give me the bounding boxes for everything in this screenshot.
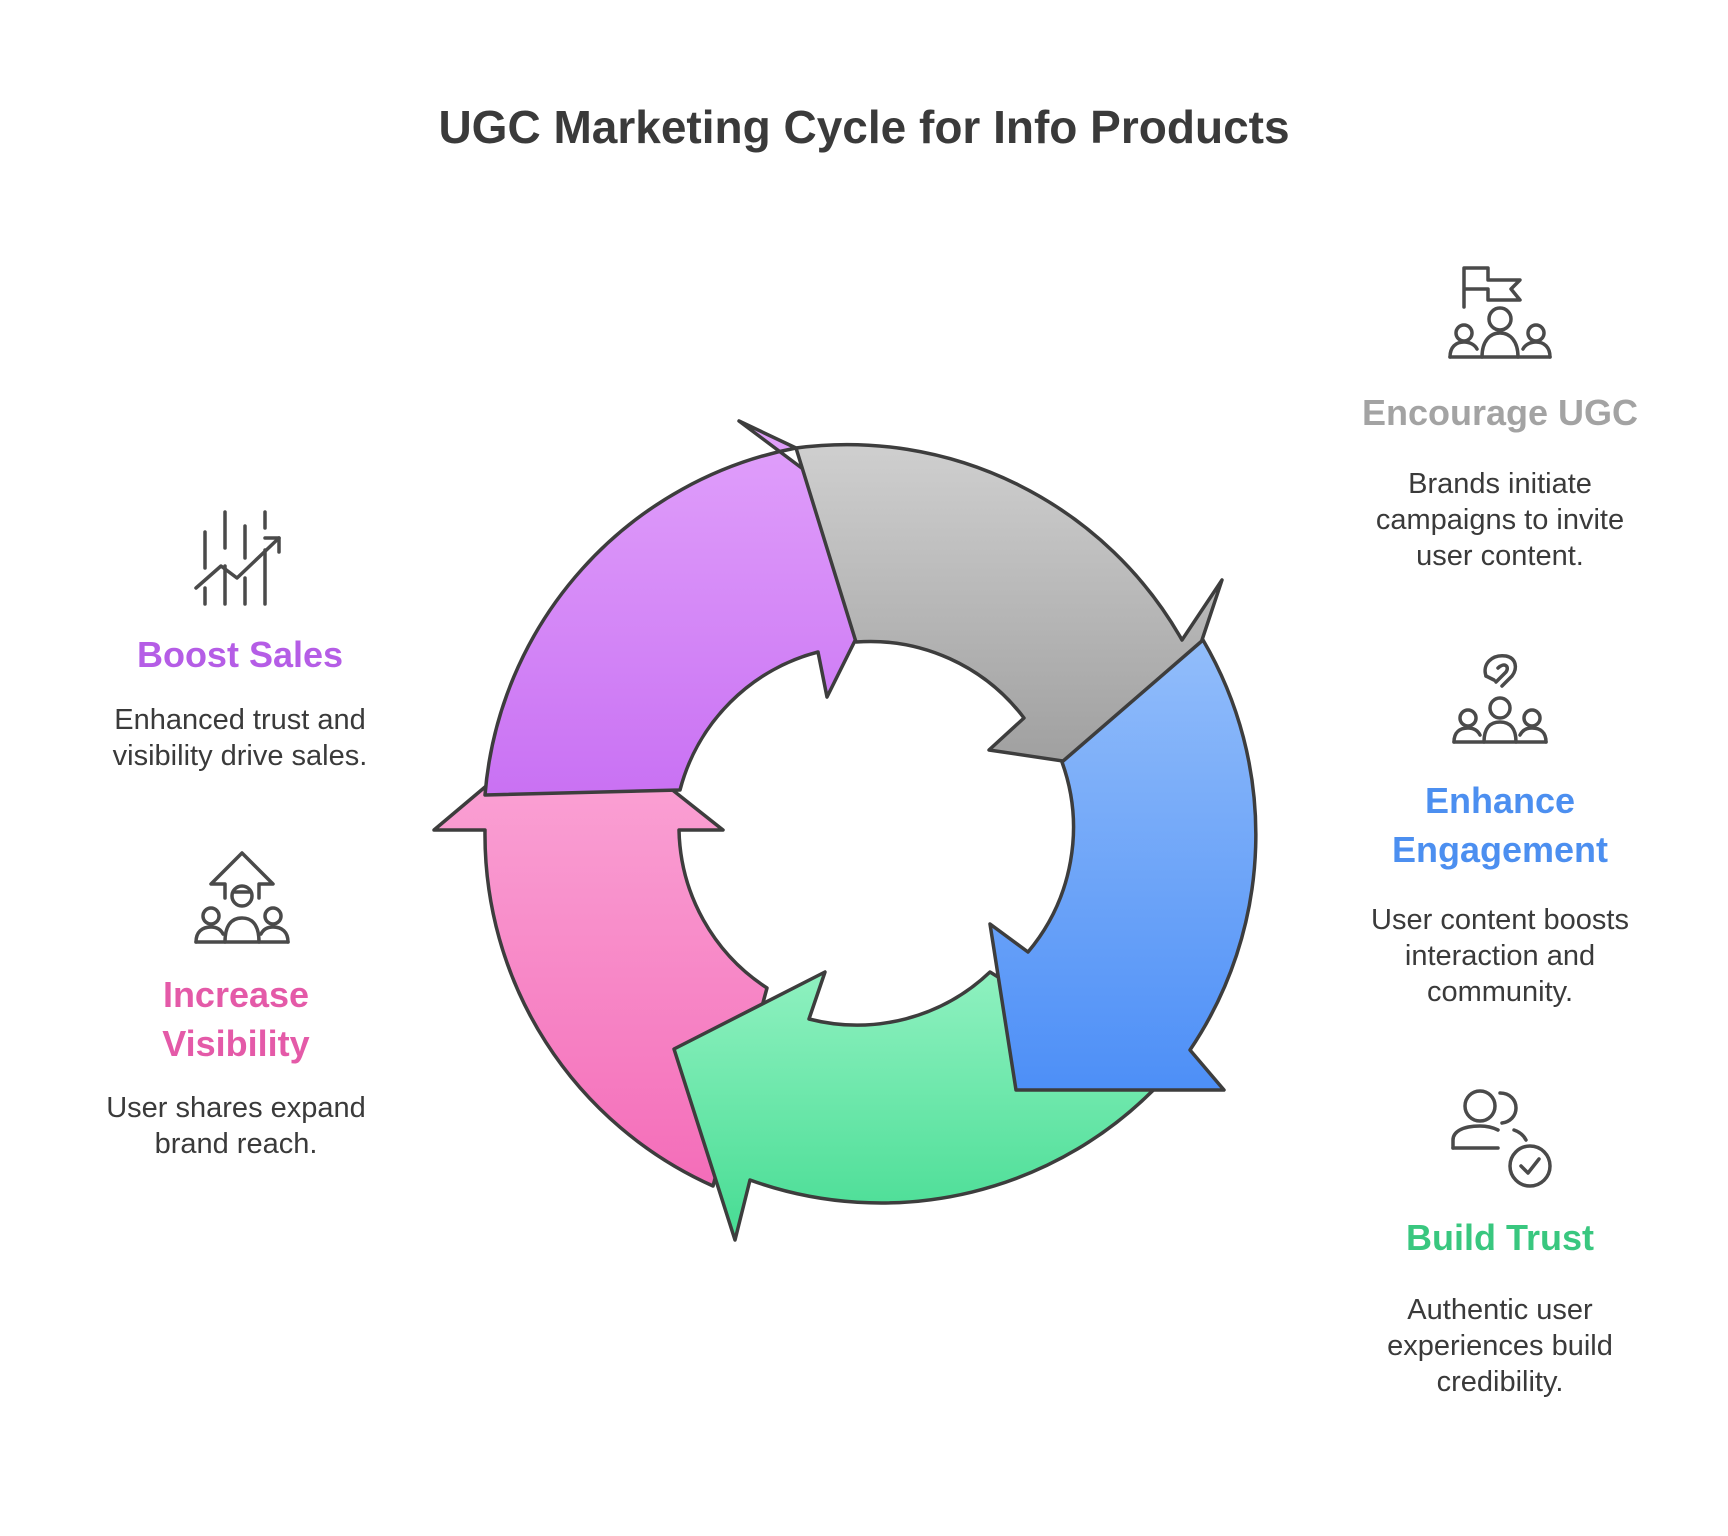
- user-check-icon: [1451, 1089, 1552, 1188]
- page-title: UGC Marketing Cycle for Info Products: [438, 101, 1290, 153]
- desc-boost-sales: Enhanced trust and visibility drive sale…: [112, 704, 368, 772]
- desc-increase-visibility: User shares expand brand reach.: [106, 1092, 366, 1160]
- arrow-boost-sales: [483, 419, 905, 797]
- arrow-enhance-engagement: [988, 638, 1258, 1092]
- flag-with-people-icon: [1448, 266, 1552, 359]
- desc-enhance-engagement: User content boosts interaction and comm…: [1371, 904, 1629, 1008]
- arrow-encourage-ugc: [794, 442, 1224, 777]
- label-encourage-ugc: Encourage UGC: [1361, 392, 1639, 433]
- label-boost-sales: Boost Sales: [136, 634, 344, 675]
- desc-build-trust: Authentic user experiences build credibi…: [1387, 1294, 1613, 1398]
- arrow-up-people-icon: [194, 851, 290, 944]
- label-build-trust: Build Trust: [1406, 1217, 1594, 1258]
- desc-encourage-ugc: Brands initiate campaigns to invite user…: [1375, 468, 1625, 572]
- hand-over-people-icon: [1452, 654, 1548, 744]
- trend-up-chart-icon: [194, 510, 281, 606]
- label-increase-visibility: Increase Visibility: [162, 974, 310, 1064]
- label-enhance-engagement: Enhance Engagement: [1391, 780, 1609, 870]
